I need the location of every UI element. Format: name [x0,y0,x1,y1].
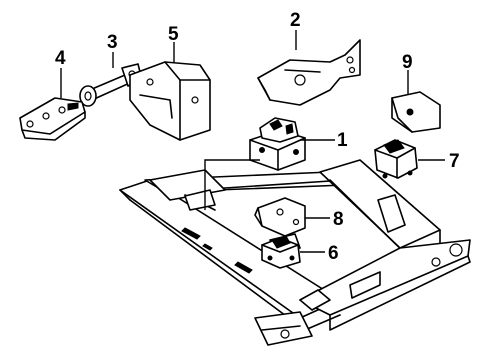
callout-3: 3 [107,32,118,53]
callout-6: 6 [328,243,339,264]
part-2-bracket [257,30,361,106]
callout-7: 7 [449,151,460,172]
callout-8: 8 [333,209,344,230]
part-7-mount [374,139,445,179]
part-9-bracket [391,70,441,133]
subframe-cradle [119,159,471,346]
part-5-bracket [129,42,211,141]
callout-1: 1 [337,130,348,151]
part-1-engine-mount [204,117,335,210]
callout-4: 4 [55,48,66,69]
callout-2: 2 [290,10,301,31]
part-4-bracket [19,68,86,141]
part-6-mount [261,235,325,269]
callout-9: 9 [402,52,413,73]
callout-5: 5 [168,24,179,45]
part-8-bracket [254,197,330,237]
